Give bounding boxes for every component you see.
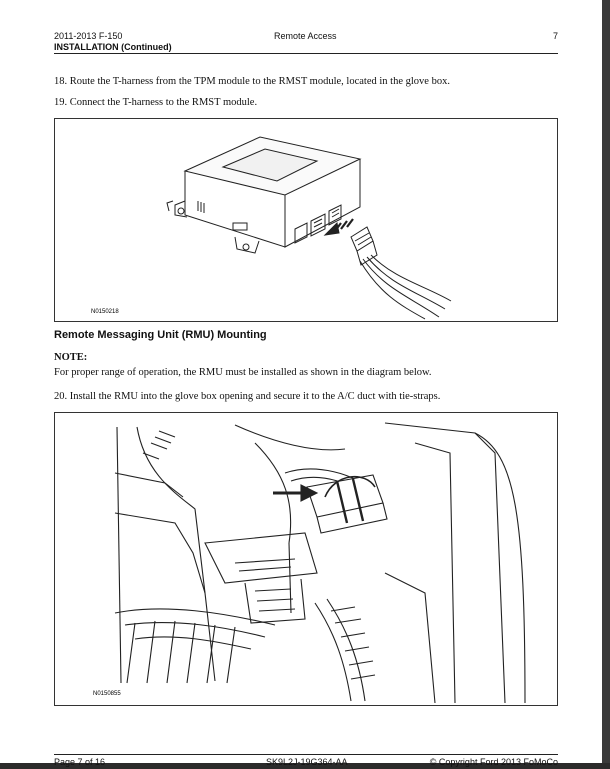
footer-copyright: © Copyright Ford 2013 FoMoCo — [429, 757, 558, 767]
rmst-module-illustration: N0150218 — [91, 136, 452, 320]
doc-title: Remote Access — [274, 31, 337, 41]
section-heading-rmu: Remote Messaging Unit (RMU) Mounting — [54, 329, 267, 341]
footer-page-of: Page 7 of 16 — [54, 757, 106, 767]
figure-id: N0150855 — [93, 691, 121, 697]
page-footer: Page 7 of 16 SK9L2J-19G364-AA © Copyrigh… — [54, 754, 558, 767]
rmu-mounting-illustration: N0150855 — [93, 422, 526, 704]
note-label: NOTE: — [54, 352, 88, 363]
step-20: 20. Install the RMU into the glove box o… — [54, 391, 441, 402]
step-18: 18. Route the T-harness from the TPM mod… — [54, 76, 450, 87]
figure-rmu-mounting: N0150855 — [54, 412, 558, 706]
page-number: 7 — [552, 31, 558, 41]
figure-rmst-module: N0150218 — [54, 118, 558, 322]
doc-model: 2011-2013 F-150 — [54, 31, 123, 41]
figure-id: N0150218 — [91, 309, 119, 315]
viewer-bottom-edge — [0, 763, 610, 769]
footer-doc-code: SK9L2J-19G364-AA — [266, 757, 348, 767]
viewer-edge — [602, 0, 610, 769]
step-19: 19. Connect the T-harness to the RMST mo… — [54, 97, 258, 108]
section-subheader: INSTALLATION (Continued) — [54, 42, 558, 54]
note-text: For proper range of operation, the RMU m… — [54, 367, 432, 378]
